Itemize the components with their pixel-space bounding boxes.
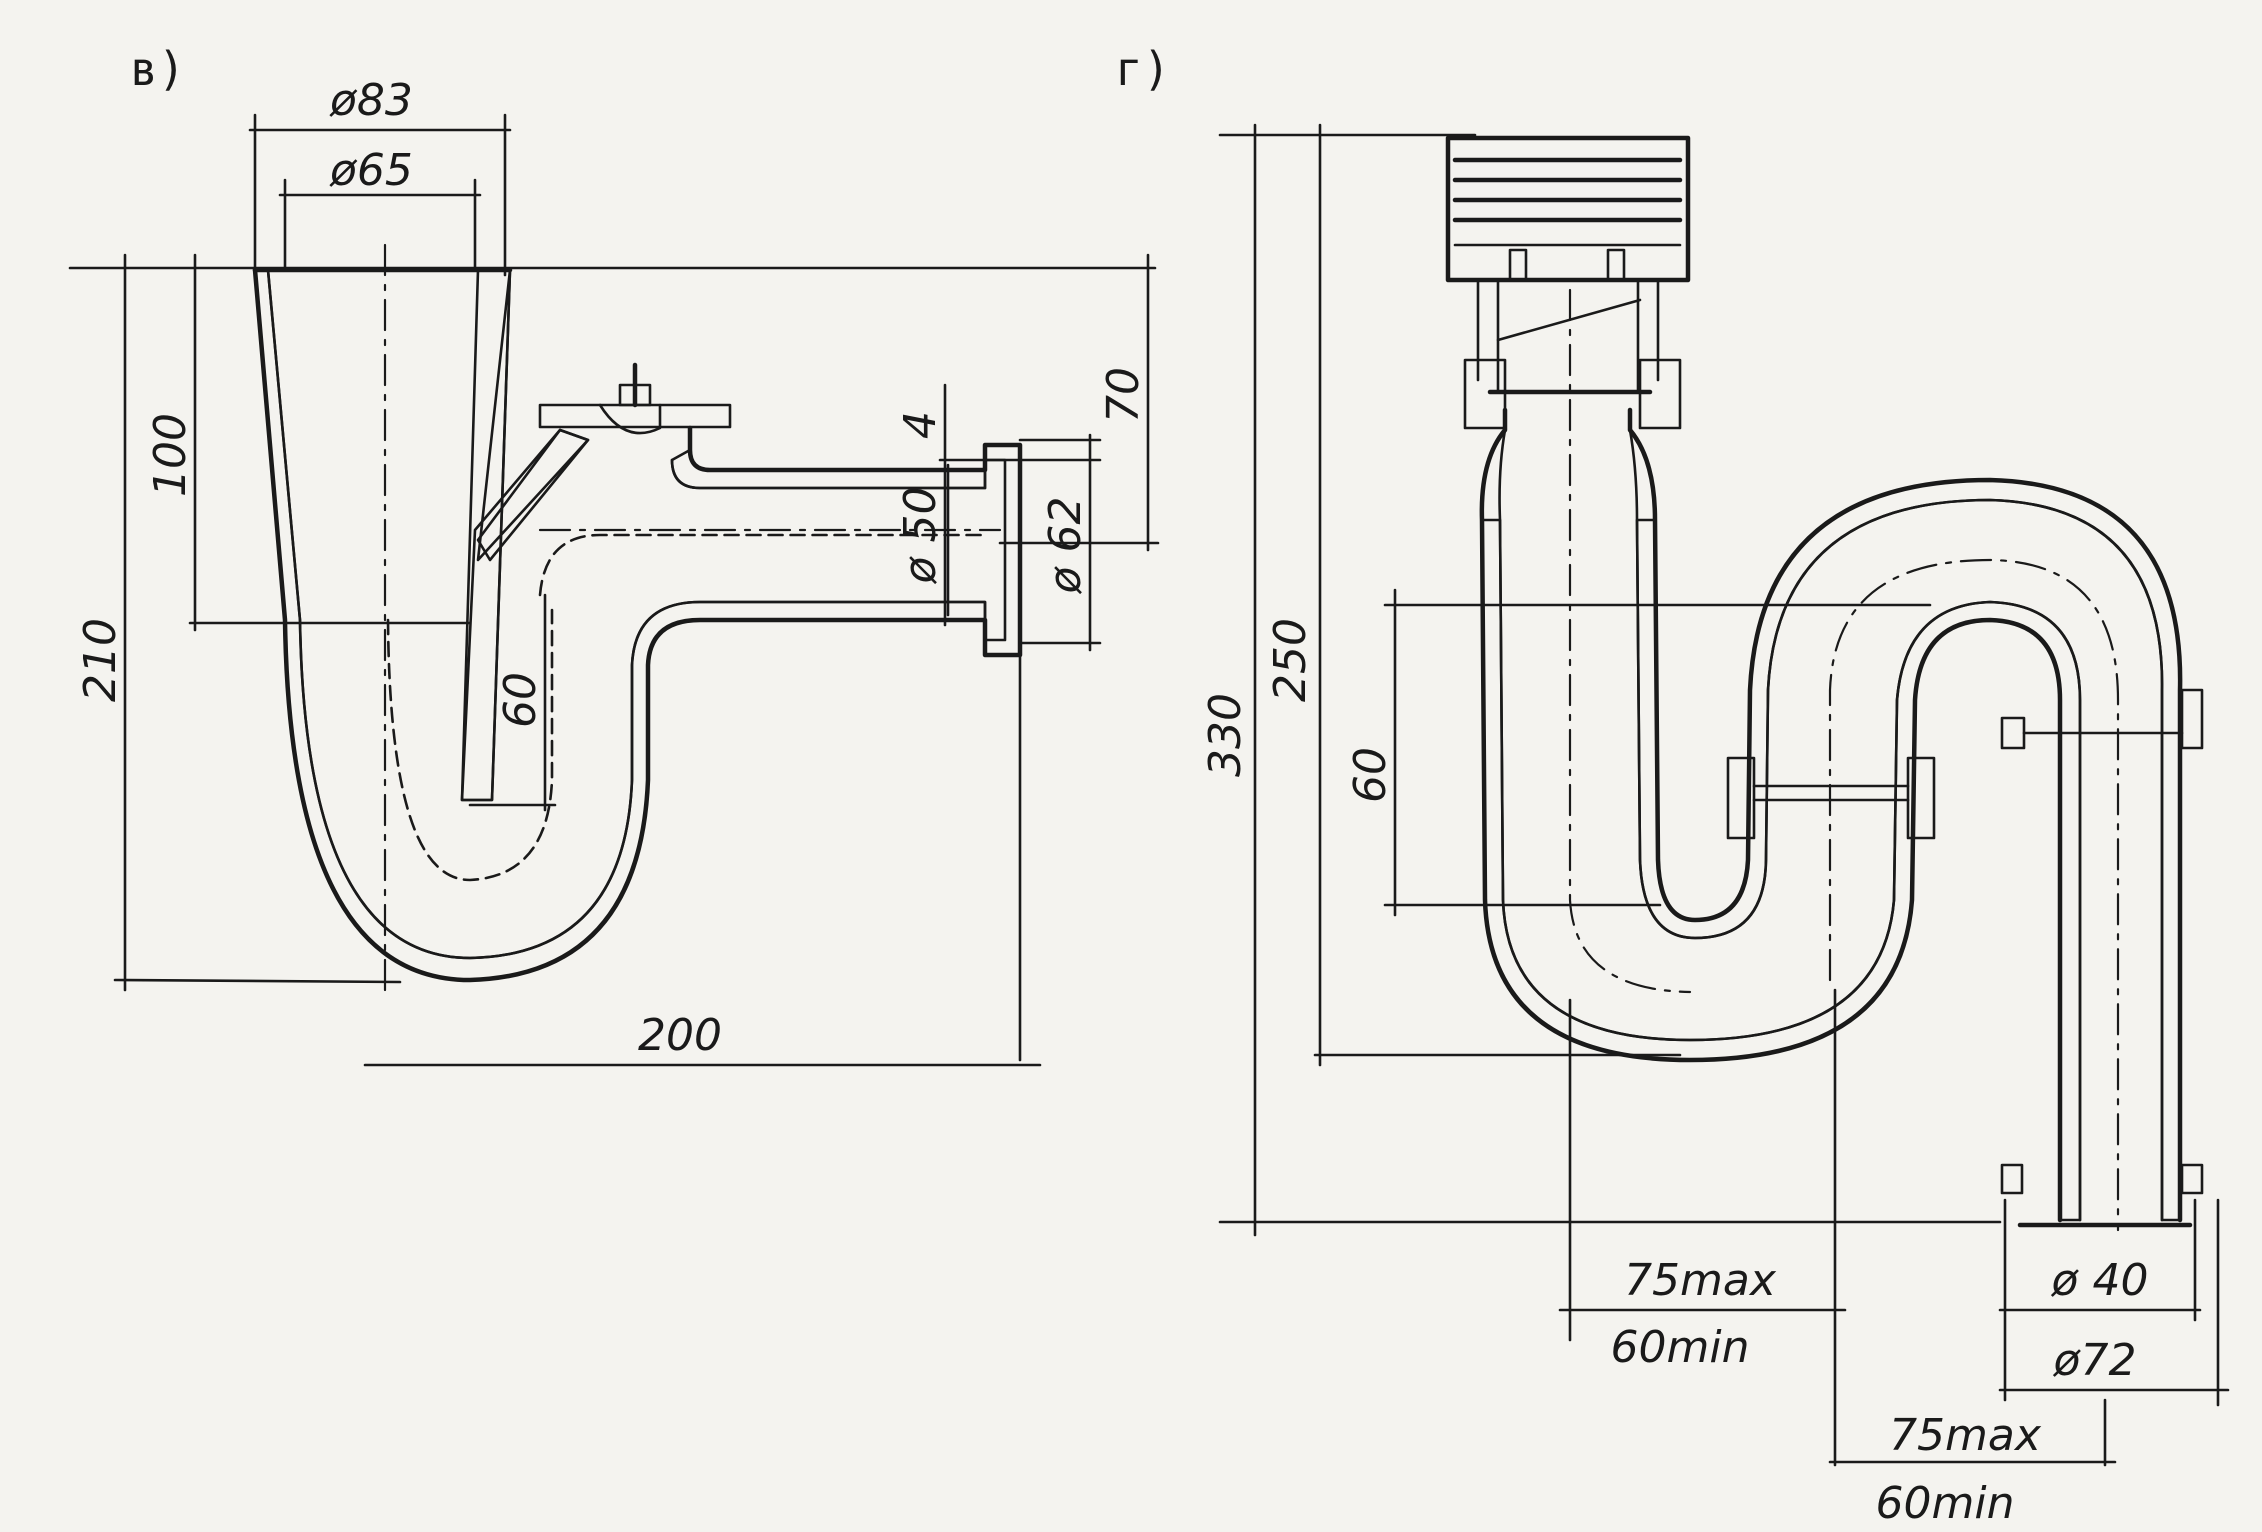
- dim-g-d72: ø72: [2053, 1335, 2137, 1386]
- dim-v-h70: 70: [1098, 367, 1149, 423]
- dim-g-h330: 330: [1200, 693, 1251, 777]
- dim-v-w200: 200: [638, 1010, 722, 1061]
- dim-v-h100: 100: [145, 413, 196, 497]
- dim-v-d62: ø 62: [1040, 497, 1091, 595]
- dim-v-d83: ø83: [329, 75, 413, 126]
- dim-g-max2: 75max: [1889, 1410, 2042, 1461]
- dim-v-d50: ø 50: [895, 487, 946, 585]
- figure-v: в): [68, 42, 1160, 1067]
- s-trap-g: [1445, 135, 2204, 1232]
- dim-g-max1: 75max: [1624, 1255, 1777, 1306]
- dimensions-g: [1218, 123, 2230, 1467]
- figure-g-label: г): [1115, 42, 1170, 96]
- dim-g-min2: 60min: [1876, 1478, 2015, 1529]
- figure-g: г): [1115, 42, 2230, 1529]
- dim-v-h60: 60: [495, 672, 546, 728]
- bottle-trap-v: [252, 267, 1023, 983]
- dim-g-h60: 60: [1345, 747, 1396, 803]
- dim-g-min1: 60min: [1611, 1322, 1750, 1373]
- dim-v-t4: 4: [895, 411, 946, 439]
- dim-v-h210: 210: [75, 618, 126, 702]
- dim-v-d65: ø65: [329, 145, 413, 196]
- figure-v-label: в): [130, 42, 185, 96]
- dimensions-v: [68, 113, 1160, 1067]
- dim-g-h250: 250: [1265, 618, 1316, 702]
- dim-g-d40: ø 40: [2051, 1255, 2149, 1306]
